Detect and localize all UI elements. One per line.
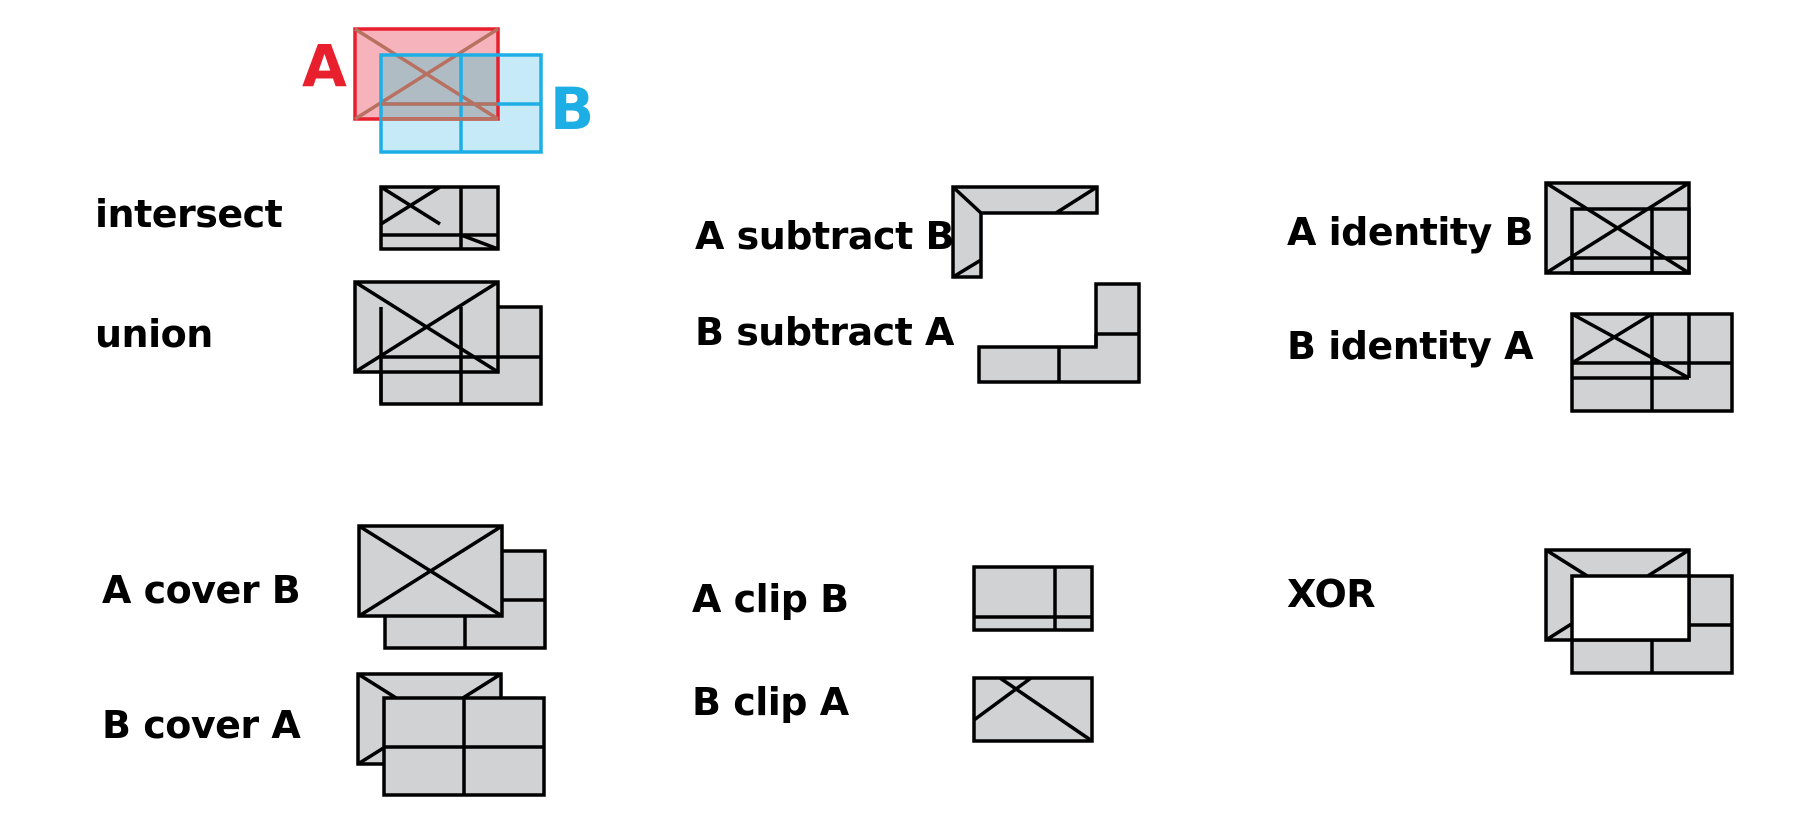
- a-subtract-b-shape: [951, 185, 1099, 279]
- legend-b-letter: B: [550, 75, 595, 143]
- a-identity-b-label: A identity B: [1287, 210, 1534, 254]
- intersect-label: intersect: [95, 192, 283, 236]
- legend-a-letter: A: [302, 32, 347, 100]
- a-clip-b-label: A clip B: [692, 577, 849, 621]
- legend-shapes: [353, 27, 543, 154]
- b-subtract-a-label: B subtract A: [695, 310, 954, 354]
- intersect-shape: [379, 185, 500, 251]
- b-identity-a-label: B identity A: [1287, 324, 1534, 368]
- union-shape: [353, 280, 543, 406]
- b-cover-a-label: B cover A: [102, 703, 301, 747]
- a-subtract-b-label: A subtract B: [695, 214, 954, 258]
- b-clip-a-label: B clip A: [692, 680, 849, 724]
- a-identity-b-shape: [1544, 181, 1691, 275]
- b-subtract-a-shape: [977, 282, 1141, 384]
- a-cover-b-shape: [357, 524, 547, 650]
- a-clip-b-shape: [972, 565, 1094, 632]
- b-cover-a-shape: [356, 672, 546, 797]
- a-cover-b-label: A cover B: [102, 568, 301, 612]
- b-identity-a-shape: [1570, 312, 1734, 413]
- xor-label: XOR: [1287, 572, 1376, 616]
- b-clip-a-shape: [972, 676, 1094, 743]
- union-label: union: [95, 312, 213, 356]
- xor-shape: [1544, 548, 1734, 675]
